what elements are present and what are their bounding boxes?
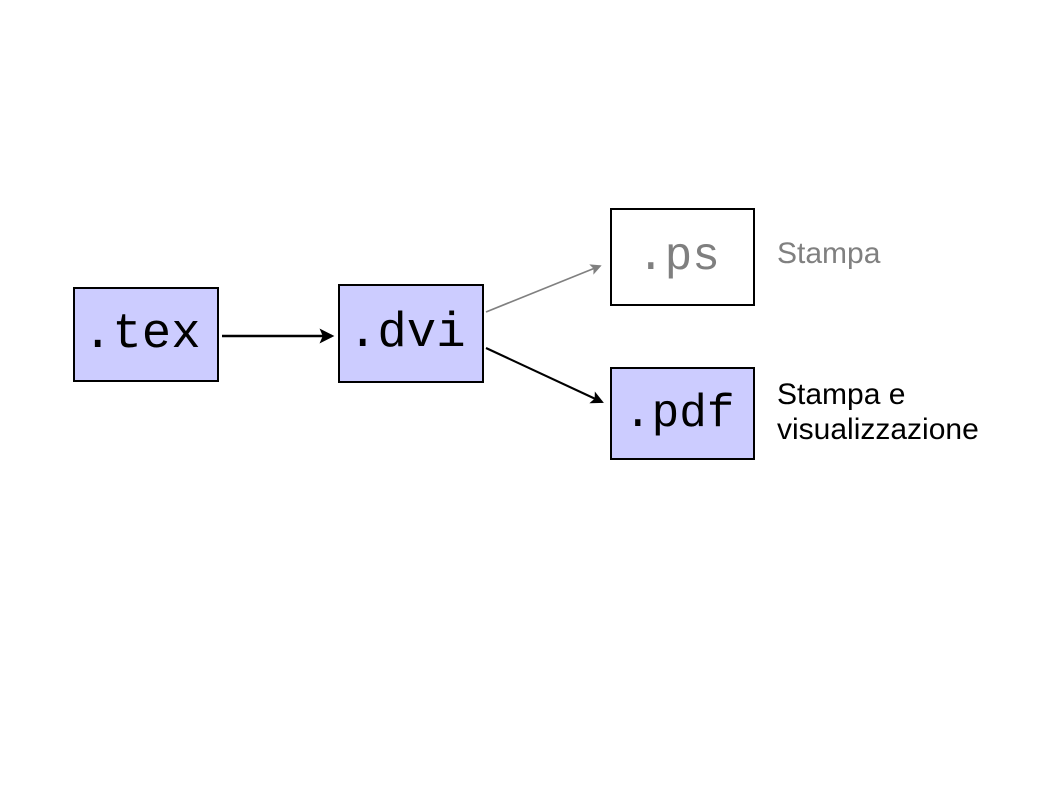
node-dvi-label: .dvi (348, 305, 466, 361)
annotation-stampa-e-visualizzazione: Stampa e visualizzazione (777, 378, 979, 446)
node-pdf[interactable]: .pdf (610, 367, 755, 460)
edge-dvi-to-ps (485, 264, 602, 313)
node-dvi[interactable]: .dvi (338, 284, 484, 383)
node-ps-label: .ps (637, 231, 720, 283)
node-tex-label: .tex (83, 306, 201, 362)
edge-dvi-to-pdf (485, 347, 604, 404)
node-tex[interactable]: .tex (73, 287, 219, 382)
node-pdf-label: .pdf (624, 387, 735, 440)
node-ps[interactable]: .ps (610, 208, 755, 306)
annotation-stampa: Stampa (777, 237, 881, 270)
